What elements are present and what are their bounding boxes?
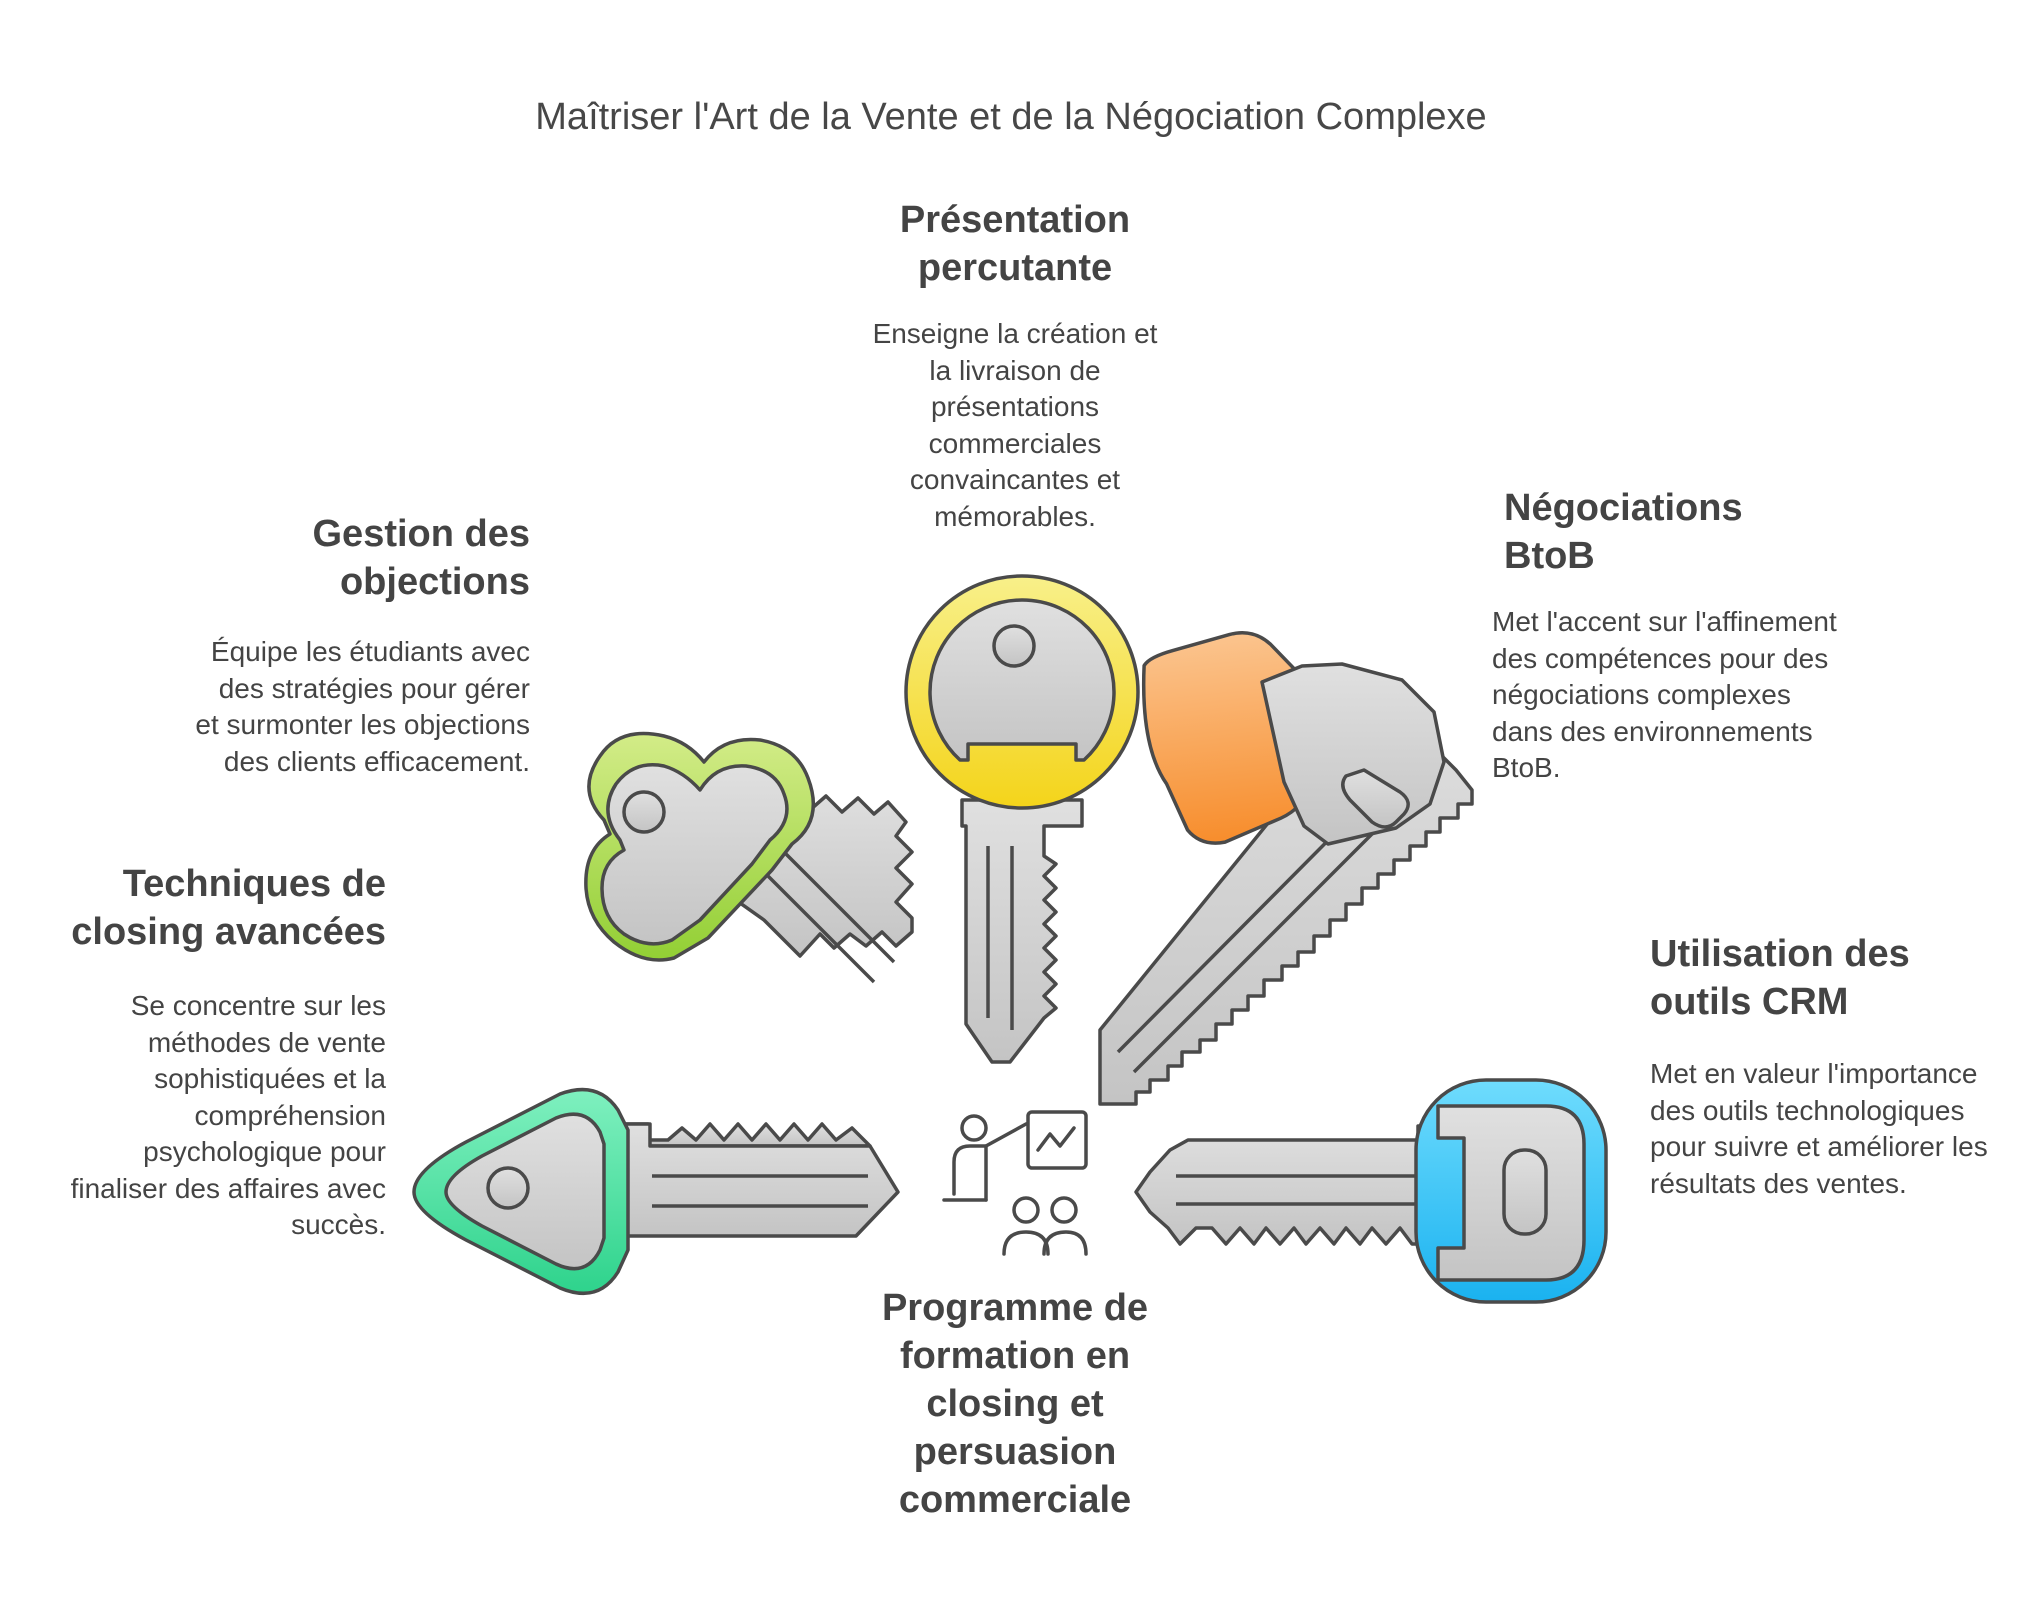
- crm-description: Met en valeur l'importance des outils te…: [1650, 1058, 1988, 1199]
- presentation-audience-icon: [942, 1110, 1088, 1256]
- green-clover-key: [584, 731, 914, 984]
- presentation-description: Enseigne la création et la livraison de …: [872, 318, 1158, 532]
- crm-heading: Utilisation des outils CRM: [1650, 933, 1910, 1023]
- closing-heading: Techniques de closing avancées: [71, 863, 386, 953]
- teal-key-blade: [620, 1122, 872, 1148]
- green-key-hole: [622, 790, 666, 834]
- orange-hexagon-key: [1098, 630, 1474, 1106]
- blue-key-hole: [1502, 1148, 1548, 1236]
- objections-heading: Gestion des objections: [312, 513, 531, 603]
- negociations-description: Met l'accent sur l'affinement des compét…: [1492, 606, 1837, 783]
- presentation-heading: Présentation percutante: [899, 199, 1131, 289]
- center-label: Programme de formation en closing et per…: [881, 1287, 1149, 1521]
- yellow-key-head-inner: [928, 598, 1116, 762]
- orange-key-hole: [1341, 768, 1410, 829]
- closing-description: Se concentre sur les méthodes de vente s…: [70, 990, 386, 1240]
- diagram-title: Maîtriser l'Art de la Vente et de la Nég…: [535, 96, 1487, 138]
- yellow-key-groove: [986, 846, 1014, 1030]
- negociations-heading: Négociations BtoB: [1504, 487, 1743, 577]
- yellow-round-key: [904, 574, 1140, 1064]
- teal-key-hole: [486, 1166, 530, 1210]
- objections-description: Équipe les étudiants avec des stratégies…: [195, 636, 530, 777]
- blue-key-groove: [1176, 1174, 1444, 1206]
- blue-key-blade: [1134, 1124, 1450, 1246]
- yellow-key-blade: [960, 798, 1084, 1064]
- yellow-key-hole: [992, 624, 1036, 668]
- teal-diamond-key: [412, 1087, 900, 1296]
- teal-key-groove: [652, 1174, 868, 1208]
- blue-rounded-key: [1134, 1078, 1608, 1304]
